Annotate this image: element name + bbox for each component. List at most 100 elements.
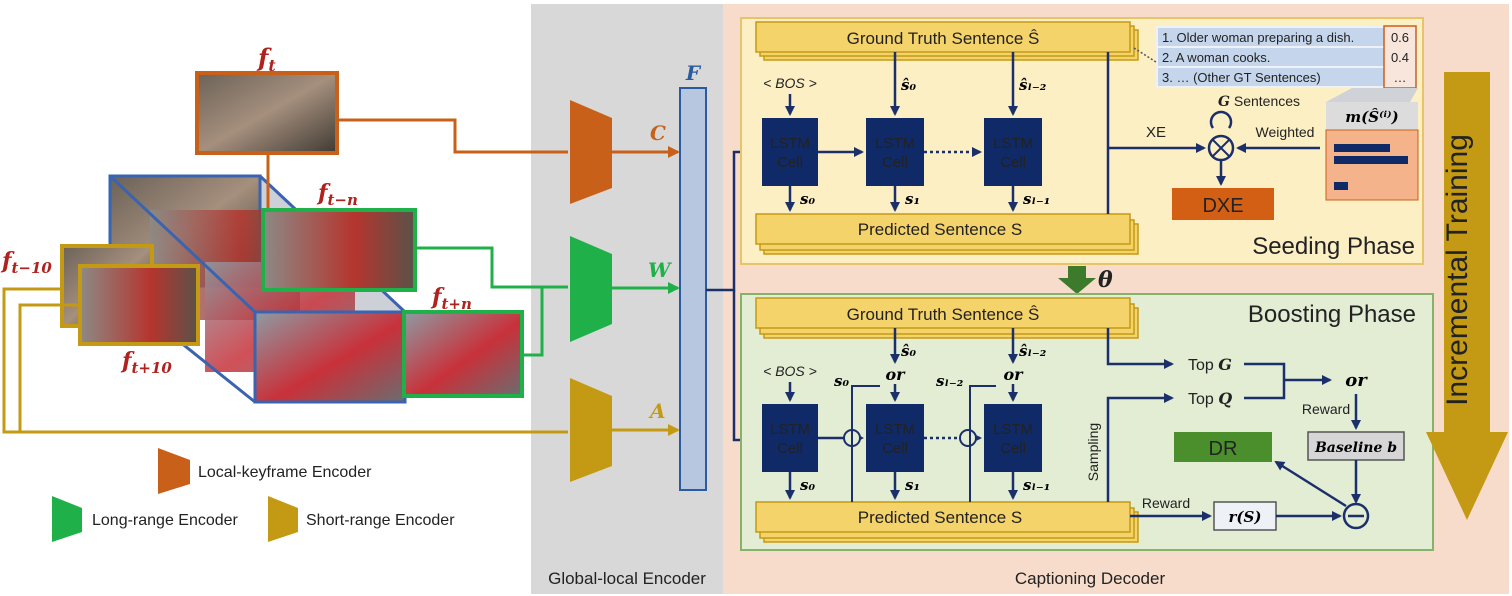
- boosting-s0: s₀: [800, 476, 815, 494]
- seeding-lstm-cell-2: [866, 118, 924, 186]
- global-local-encoder-label: Global-local Encoder: [548, 569, 706, 588]
- theta-arrow: [1058, 266, 1096, 294]
- boosting-sl1: sₗ₋₁: [1023, 476, 1050, 494]
- seeding-sl1: sₗ₋₁: [1023, 190, 1050, 208]
- boosting-feedback-2: [969, 385, 996, 502]
- m-score-label: m(Ŝ⁽ⁱ⁾): [1345, 108, 1398, 126]
- seeding-bos: < BOS >: [763, 75, 817, 91]
- boosting-pred-sentence: Predicted Sentence S: [858, 508, 1022, 527]
- encoder-c-shape: [570, 100, 612, 204]
- m-score-bar-1: [1334, 144, 1390, 152]
- link-short-to-a: [2, 287, 568, 434]
- video-frames-group: ft ft−n ft+n ft−10 ft+10: [0, 43, 524, 404]
- link-ft-to-c: [337, 118, 568, 154]
- dr-box: [1174, 432, 1272, 462]
- seeding-s0: s₀: [800, 190, 815, 208]
- dxe-box: [1172, 188, 1274, 220]
- boosting-or-2: or: [1003, 365, 1024, 384]
- feature-label: F: [685, 61, 702, 85]
- r-s-label: r(S): [1229, 508, 1262, 526]
- seeding-lstm-cell-1: [762, 118, 818, 186]
- gt-score-1: 0.6: [1391, 30, 1409, 45]
- seeding-xe-label: XE: [1146, 124, 1166, 141]
- gt-list-text-1: 1. Older woman preparing a dish.: [1162, 30, 1354, 45]
- m-score-fan: [1326, 88, 1418, 102]
- seeding-s-hat-l2: ŝₗ₋₂: [1019, 76, 1047, 94]
- boosting-sl2-side: sₗ₋₂: [936, 372, 964, 390]
- loop-icon: [1209, 110, 1233, 129]
- boosting-top-g: Top G: [1188, 355, 1232, 374]
- frame-cube-front: [253, 310, 407, 404]
- seeding-weighted: Weighted: [1256, 124, 1315, 140]
- dxe-label: DXE: [1202, 195, 1243, 217]
- frame-ft: [195, 71, 339, 155]
- boosting-lstm-cell-1: [762, 404, 818, 472]
- boosting-sampling-label: Sampling: [1085, 423, 1101, 481]
- boosting-feedback-1: [851, 385, 880, 502]
- legend-long-icon: [52, 496, 82, 542]
- link-short2-to-a: [18, 303, 80, 432]
- boosting-sampling-line: [1106, 393, 1174, 502]
- boosting-gt-sentence: Ground Truth Sentence Ŝ: [847, 305, 1040, 324]
- seeding-g-sentences: G Sentences: [1218, 93, 1300, 110]
- boosting-top-q: Top Q: [1188, 389, 1232, 408]
- seeding-lstm-cell-3: [984, 118, 1042, 186]
- boosting-junction-2: [959, 429, 977, 447]
- label-ft-plus-10: ft+10: [120, 348, 172, 377]
- seeding-gt-sentence-box: [755, 21, 1131, 53]
- boosting-reward-label: Reward: [1302, 401, 1350, 417]
- seeding-phase-title: Seeding Phase: [1252, 233, 1415, 260]
- gt-list-row-3: [1158, 68, 1384, 86]
- r-s-box: [1213, 501, 1277, 531]
- label-ft-minus-n: ft−n: [316, 180, 358, 209]
- link-ftn-to-w: [415, 246, 568, 289]
- gt-list-text-2: 2. A woman cooks.: [1162, 50, 1270, 65]
- boosting-lstm-cell-3: [984, 404, 1042, 472]
- boosting-bos: < BOS >: [763, 363, 817, 379]
- legend-short-text: Short-range Encoder: [306, 512, 455, 529]
- theta-label: θ: [1098, 267, 1113, 293]
- encoder-a-label: A: [648, 399, 666, 423]
- incremental-training-label: Incremental Training: [1441, 134, 1474, 406]
- label-ft-minus-10: ft−10: [0, 248, 52, 277]
- seeding-pred-sentence-box: [755, 213, 1131, 245]
- seeding-s1: s₁: [905, 190, 920, 208]
- gt-list-row-1: [1158, 28, 1384, 46]
- boosting-lstm-cell-2: [866, 404, 924, 472]
- frame-ft-plus-n: [402, 310, 524, 398]
- legend-local-text: Local-keyframe Encoder: [198, 464, 372, 481]
- gt-score-2: 0.4: [1391, 50, 1409, 65]
- frame-ft-minus-n: [261, 208, 417, 292]
- frame-ft-plus-10: [78, 264, 200, 346]
- encoder-c-label: C: [650, 121, 666, 145]
- boosting-s-hat-0: ŝ₀: [901, 342, 916, 360]
- encoder-a-shape: [570, 378, 612, 482]
- captioning-decoder-label: Captioning Decoder: [1015, 569, 1166, 588]
- legend-local-icon: [158, 448, 190, 494]
- boosting-or-1: or: [885, 365, 906, 384]
- encoder-w-label: W: [648, 258, 673, 282]
- label-ft-plus-n: ft+n: [430, 284, 472, 313]
- gt-score-column: [1383, 25, 1417, 89]
- boosting-gt-sentence-box: [755, 297, 1131, 329]
- boosting-or-out: or: [1345, 370, 1368, 391]
- legend-short-icon: [268, 496, 298, 542]
- label-ft: ft: [256, 43, 276, 75]
- seeding-gt-sentence: Ground Truth Sentence Ŝ: [847, 29, 1040, 48]
- seeding-pred-sentence: Predicted Sentence S: [858, 220, 1022, 239]
- legend-long-text: Long-range Encoder: [92, 512, 239, 529]
- baseline-label: Baseline b: [1314, 440, 1397, 456]
- m-score-header: [1326, 102, 1418, 130]
- boosting-phase-title: Boosting Phase: [1248, 301, 1416, 328]
- dr-label: DR: [1209, 438, 1238, 460]
- gt-score-3: …: [1394, 70, 1407, 85]
- seeding-s-hat-0: ŝ₀: [901, 76, 916, 94]
